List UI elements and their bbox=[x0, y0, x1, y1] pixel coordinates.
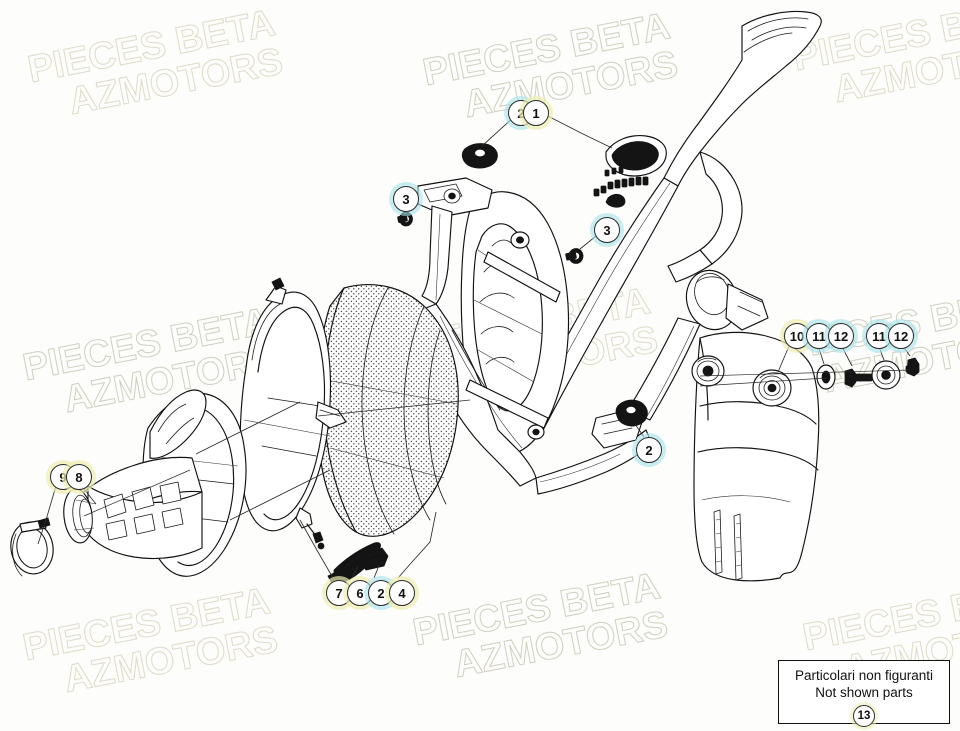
side-panel bbox=[691, 331, 820, 582]
watermark-line-2: AZMOTORS bbox=[830, 28, 960, 112]
watermark-line-1: PIECES BETA bbox=[789, 0, 960, 80]
frame-bolt-left bbox=[397, 211, 413, 227]
watermark-line-1: PIECES BETA bbox=[409, 565, 664, 655]
watermark-line-1: PIECES BETA bbox=[799, 570, 960, 660]
subframe-assembly bbox=[415, 10, 822, 495]
watermark-line-1: PIECES BETA bbox=[19, 580, 274, 670]
panel-fastener-set-a bbox=[816, 364, 873, 390]
callout-badge-1[interactable]: 1 bbox=[523, 100, 549, 126]
panel-fastener-set-b bbox=[871, 357, 920, 390]
air-filter-element bbox=[316, 284, 459, 537]
note-line-english: Not shown parts bbox=[815, 685, 913, 701]
watermark-line-1: PIECES BETA bbox=[419, 5, 674, 95]
callout-badge-13[interactable]: 13 bbox=[853, 704, 875, 727]
leader-lines bbox=[37, 111, 911, 579]
watermark-line-2: AZMOTORS bbox=[440, 318, 662, 402]
callout-badge-3[interactable]: 3 bbox=[594, 217, 620, 243]
callout-badge-8[interactable]: 8 bbox=[66, 464, 92, 490]
callout-badge-4[interactable]: 4 bbox=[389, 580, 415, 606]
watermark-line-1: PIECES BETA bbox=[779, 280, 960, 370]
grommet-top bbox=[461, 143, 498, 169]
not-shown-parts-box: Particolari non figuranti Not shown part… bbox=[778, 660, 950, 727]
beta-decal bbox=[593, 135, 667, 208]
watermark-line-2: AZMOTORS bbox=[460, 43, 682, 127]
callout-badge-3[interactable]: 3 bbox=[393, 186, 419, 212]
callout-badge-6[interactable]: 6 bbox=[347, 580, 373, 606]
watermark-line-1: PIECES BETA bbox=[19, 300, 274, 390]
cover-seal-strip bbox=[327, 542, 381, 585]
watermark-line-2: AZMOTORS bbox=[450, 603, 672, 687]
hose-clamp bbox=[10, 517, 54, 577]
note-line-italian: Particolari non figuranti bbox=[794, 668, 934, 683]
grommet-mid bbox=[615, 399, 648, 427]
callout-badge-12[interactable]: 12 bbox=[888, 323, 914, 349]
watermark-line-1: PIECES BETA bbox=[399, 280, 654, 370]
airbox-cover bbox=[239, 277, 347, 550]
watermark-line-2: AZMOTORS bbox=[60, 338, 282, 422]
callout-badge-12[interactable]: 12 bbox=[828, 323, 854, 349]
watermark-line-2: AZMOTORS bbox=[65, 40, 287, 124]
frame-bolt-right bbox=[565, 248, 584, 264]
watermark-line-2: AZMOTORS bbox=[60, 618, 282, 702]
cover-clip bbox=[359, 547, 389, 571]
callout-badge-2[interactable]: 2 bbox=[636, 437, 662, 463]
watermark-line-1: PIECES BETA bbox=[24, 2, 279, 92]
